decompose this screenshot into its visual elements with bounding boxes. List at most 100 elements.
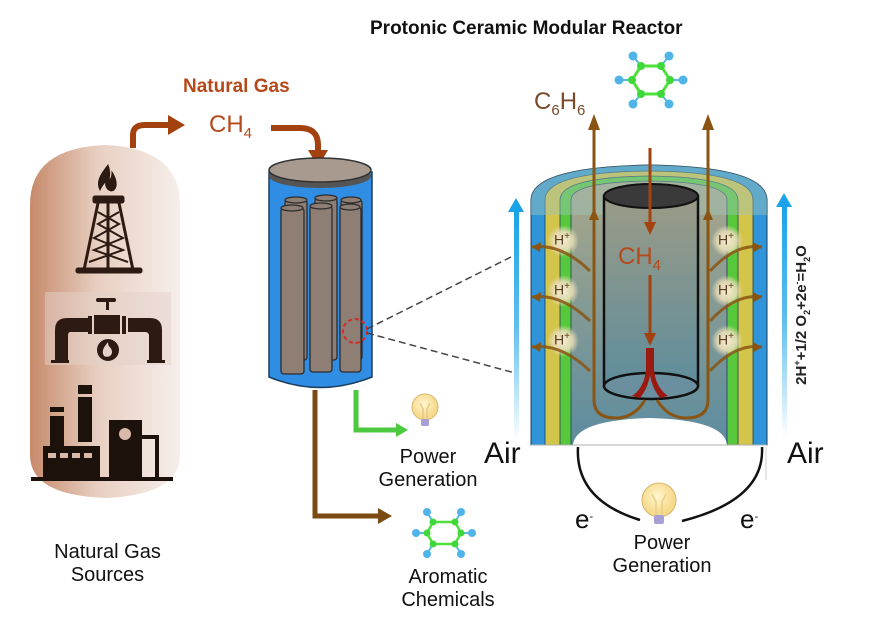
natural-gas-sources-tank: [30, 145, 180, 498]
air-label-right: Air: [787, 437, 824, 470]
proton-charge: +: [564, 281, 570, 292]
diagram-title: Protonic Ceramic Modular Reactor: [370, 18, 683, 39]
external-circuit-right: [681, 446, 764, 523]
proton-label: H+: [554, 281, 570, 298]
proton-label: H+: [718, 281, 734, 298]
highlight-circle: [342, 318, 368, 344]
proton-glow: [711, 275, 743, 307]
module-power-line1: Power: [399, 446, 457, 468]
proton-charge: +: [564, 331, 570, 342]
proton-charge: +: [728, 331, 734, 342]
cathode-reaction-equation: 2H++1/2 O2+2e-=H2O: [792, 235, 812, 395]
proton-group-right: [708, 225, 763, 373]
eq-part-1: 2H: [793, 365, 810, 385]
zoom-line-lower: [366, 332, 516, 374]
proton-symbol: H: [718, 231, 729, 248]
natural-gas-sources-label: Natural Gas Sources: [45, 541, 170, 587]
proton-symbol: H: [554, 281, 565, 298]
product-flow-left: [592, 125, 647, 420]
feed-arrow-to-label: [130, 122, 168, 148]
proton-flow-arrow-head: [532, 242, 541, 252]
electron-charge: -: [754, 511, 759, 523]
benzene-molecule-icon: [412, 508, 476, 558]
air-arrow-left-shaft: [514, 210, 519, 442]
inner-methane-formula: CH4: [618, 243, 661, 274]
eq-sub-2: 2: [802, 309, 812, 315]
product-flow-right: [655, 125, 710, 420]
aromatics-line1: Aromatic: [408, 566, 488, 588]
aromatics-line2: Chemicals: [401, 589, 495, 611]
proton-flow-arrow-head: [532, 342, 541, 352]
pipeline-icon: [51, 298, 165, 363]
benzene-c: C: [534, 88, 552, 115]
cell-power-generation-label: Power Generation: [602, 532, 722, 578]
feed-arrow-to-module: [271, 125, 321, 150]
eq-sup-1: +: [792, 360, 802, 366]
eq-sup-3: -: [792, 281, 802, 285]
proton-symbol: H: [554, 231, 565, 248]
inner-methane-sub: 4: [652, 257, 662, 274]
power-output-arrow-head: [396, 423, 408, 437]
proton-label: H+: [718, 231, 734, 248]
proton-glow: [711, 325, 743, 357]
benzene-h: H: [559, 88, 578, 115]
methane-formula-main: CH: [209, 111, 244, 138]
reactor-tubes: [280, 194, 363, 375]
proton-symbol: H: [718, 331, 729, 348]
benzene-c-count: 6: [551, 102, 560, 119]
electron-label-right: e-: [740, 504, 759, 535]
module-power-line2: Generation: [378, 469, 478, 491]
methane-formula-sub: 4: [243, 125, 253, 142]
electron-symbol: e: [740, 504, 755, 534]
cell-power-line1: Power: [633, 532, 691, 554]
proton-group-left: [531, 225, 592, 373]
eq-sub-4: 2: [802, 256, 812, 262]
cell-power-line2: Generation: [612, 555, 712, 577]
proton-charge: +: [564, 231, 570, 242]
external-circuit-left: [576, 446, 641, 522]
air-label-left: Air: [484, 437, 521, 470]
air-arrow-right-head: [776, 193, 792, 207]
power-output-arrow: [353, 390, 398, 433]
eq-part-3: +2e: [793, 284, 810, 310]
electron-charge: -: [589, 511, 594, 523]
lightbulb-icon-cell: [641, 482, 677, 524]
proton-label: H+: [718, 331, 734, 348]
eq-part-4: =H: [793, 261, 810, 282]
natural-gas-label: Natural Gas: [183, 76, 290, 97]
air-arrow-right-shaft: [782, 205, 787, 437]
proton-symbol: H: [554, 331, 565, 348]
eq-part-2: +1/2 O: [793, 314, 810, 361]
zoom-line-upper: [366, 254, 516, 330]
proton-charge: +: [728, 281, 734, 292]
feed-arrow-head: [168, 115, 185, 135]
benzene-h-count: 6: [577, 102, 586, 119]
electron-symbol: e: [575, 504, 590, 534]
proton-label: H+: [554, 231, 570, 248]
aromatics-output-arrow: [312, 390, 380, 519]
proton-flow-arrow-head: [532, 292, 541, 302]
protonic-ceramic-cell: [530, 114, 768, 446]
aromatic-chemicals-label: Aromatic Chemicals: [392, 566, 504, 612]
proton-glow: [711, 225, 743, 257]
proton-flow-arrow-head: [753, 292, 762, 302]
methane-formula: CH4: [209, 111, 252, 142]
benzene-molecule-top-icon: [614, 51, 688, 109]
gas-rig-icon: [75, 164, 143, 274]
sources-label-line2: Sources: [70, 564, 145, 586]
proton-flow-arrow-head: [753, 242, 762, 252]
air-arrow-left-head: [508, 198, 524, 212]
eq-part-5: O: [793, 245, 810, 257]
aromatics-output-arrow-head: [378, 508, 392, 524]
lightbulb-icon: [411, 393, 439, 426]
proton-label: H+: [554, 331, 570, 348]
module-power-generation-label: Power Generation: [372, 446, 484, 492]
benzene-formula: C6H6: [534, 88, 585, 119]
factory-icon: [31, 385, 173, 481]
sources-label-line1: Natural Gas: [54, 541, 161, 563]
proton-flow-arrow-head: [753, 342, 762, 352]
inner-methane-main: CH: [618, 243, 653, 270]
proton-charge: +: [728, 231, 734, 242]
reactor-module: [268, 157, 373, 389]
